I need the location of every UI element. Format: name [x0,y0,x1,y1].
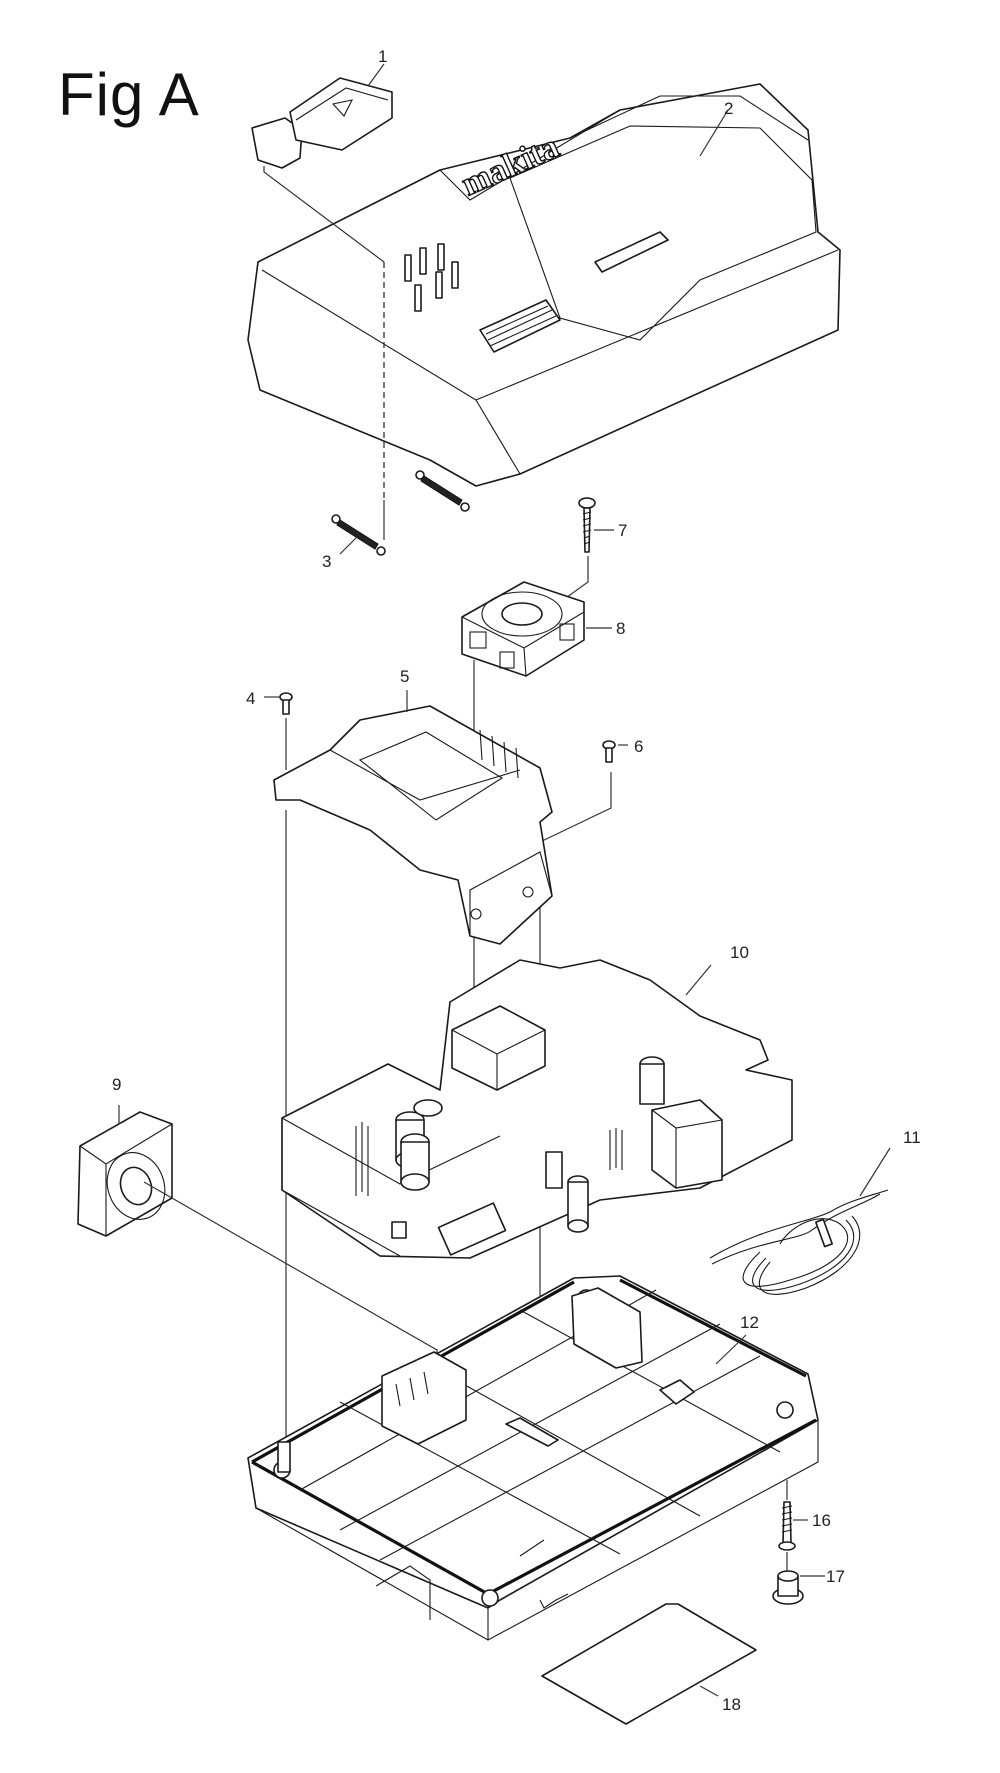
spring-right [415,470,470,512]
part-12-housing-bottom[interactable] [247,1275,819,1641]
part-17-rubber-foot[interactable] [772,1570,804,1605]
callout-1: 1 [378,47,387,66]
part-11-power-cord[interactable] [709,1189,889,1295]
callout-7: 7 [618,521,627,540]
callout-9: 9 [112,1075,121,1094]
callout-2: 2 [724,99,733,118]
part-4-screw[interactable] [279,692,293,715]
callout-11: 11 [903,1128,921,1147]
callout-5: 5 [400,667,409,686]
figure-title: Fig A [58,61,200,128]
callout-17: 17 [826,1567,845,1586]
part-6-screw[interactable] [602,740,616,763]
part-5-inner-frame[interactable] [273,705,553,945]
part-10-pcb-assembly[interactable] [281,959,793,1259]
callout-12: 12 [740,1313,759,1332]
callout-4: 4 [246,689,255,708]
callout-16: 16 [812,1511,831,1530]
part-7-screw[interactable] [578,497,596,553]
part-9-fan[interactable] [77,1111,174,1237]
part-18-nameplate[interactable] [541,1603,757,1725]
callout-8: 8 [616,619,625,638]
callout-6: 6 [634,737,643,756]
callout-18: 18 [722,1695,741,1714]
arrow-triangle-icon [331,99,354,117]
terminal-block [404,243,459,312]
part-3-springs[interactable] [331,470,470,556]
part-2-housing-top[interactable]: makita [247,83,841,487]
callout-3: 3 [322,552,331,571]
callout-10: 10 [730,943,749,962]
part-16-screw[interactable] [778,1480,796,1551]
part-1-release-cover[interactable] [251,77,393,169]
capacitor-group [395,1056,665,1233]
spring-left [331,514,386,556]
part-8-fan[interactable] [461,581,585,677]
